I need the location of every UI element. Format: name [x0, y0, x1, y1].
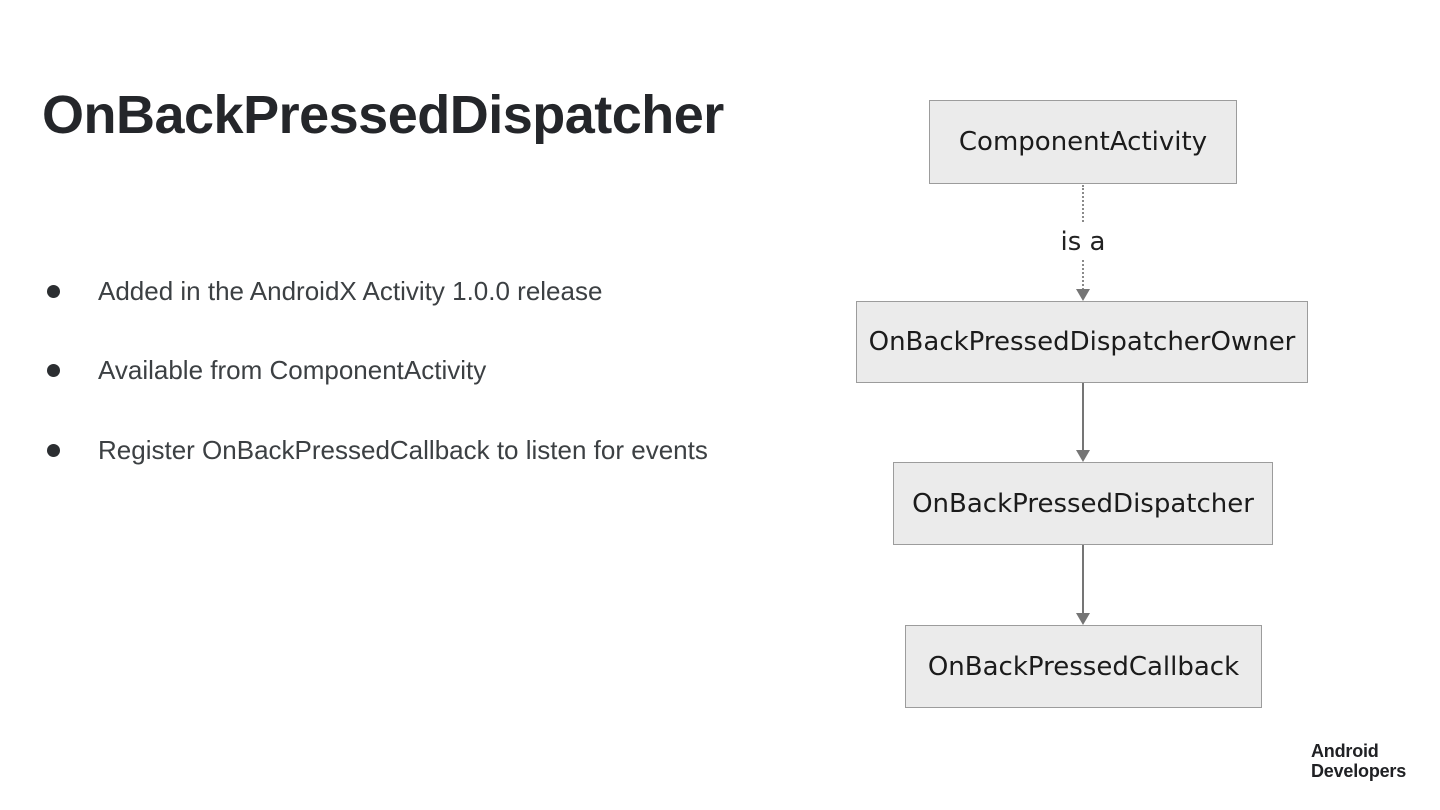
arrowhead-down-icon	[1076, 450, 1090, 462]
diagram-node-onbackpresseddispatcher: OnBackPressedDispatcher	[893, 462, 1273, 545]
arrowhead-down-icon	[1076, 289, 1090, 301]
solid-connector	[1082, 383, 1084, 452]
bullet-item: Register OnBackPressedCallback to listen…	[47, 434, 708, 466]
bullet-dot-icon	[47, 284, 60, 298]
page-title: OnBackPressedDispatcher	[42, 85, 724, 145]
bullet-item: Added in the AndroidX Activity 1.0.0 rel…	[47, 275, 602, 307]
bullet-dot-icon	[47, 363, 60, 377]
bullet-dot-icon	[47, 443, 60, 457]
brand-line-1: Android	[1311, 741, 1379, 761]
bullet-text: Register OnBackPressedCallback to listen…	[98, 434, 708, 465]
diagram-node-onbackpresseddispatcherowner: OnBackPressedDispatcherOwner	[856, 301, 1308, 383]
bullet-text: Added in the AndroidX Activity 1.0.0 rel…	[98, 275, 603, 306]
diagram-node-component-activity: ComponentActivity	[929, 100, 1237, 184]
bullet-text: Available from ComponentActivity	[98, 354, 487, 385]
brand-line-2: Developers	[1311, 761, 1407, 781]
arrowhead-down-icon	[1076, 613, 1090, 625]
edge-label-is-a: is a	[1052, 224, 1114, 260]
diagram-node-onbackpressedcallback: OnBackPressedCallback	[905, 625, 1262, 708]
bullet-item: Available from ComponentActivity	[47, 354, 486, 386]
solid-connector	[1082, 545, 1084, 615]
android-developers-logo: Android Developers	[1311, 741, 1406, 781]
